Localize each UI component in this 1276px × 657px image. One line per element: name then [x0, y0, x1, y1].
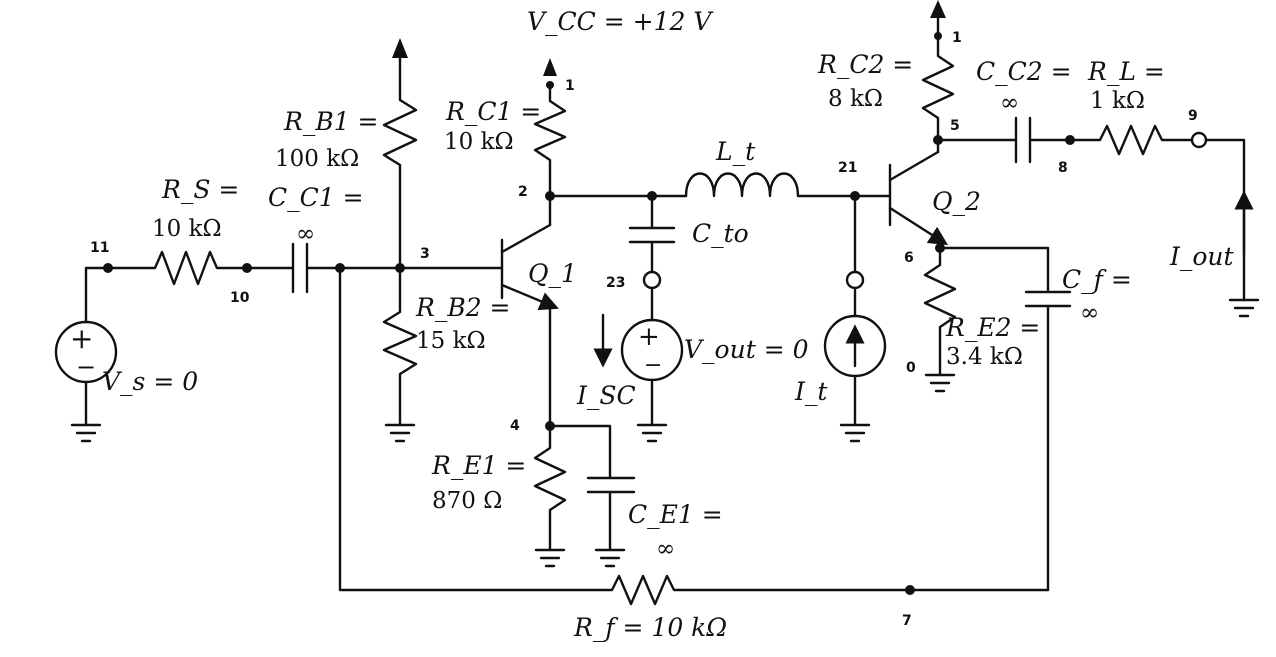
label-vout: V_out = 0 — [684, 335, 809, 364]
label-q1: Q_1 — [528, 259, 577, 288]
label-rb2-value: 15 kΩ — [416, 328, 486, 354]
resistor-rs — [106, 250, 249, 286]
capacitor-cc1 — [245, 242, 342, 294]
label-it: I_t — [794, 377, 828, 406]
svg-text:+: + — [70, 322, 93, 355]
label-vcc: V_CC = +12 V — [527, 7, 714, 36]
resistor-re1 — [533, 424, 567, 568]
label-rb2-name: R_B2 = — [415, 293, 511, 322]
label-rc2-value: 8 kΩ — [828, 86, 883, 112]
label-lt: L_t — [715, 137, 756, 166]
label-rc1-name: R_C1 = — [445, 97, 541, 126]
node-label-8: 8 — [1058, 160, 1068, 176]
node-dot-11 — [103, 263, 113, 273]
resistor-rb2 — [382, 266, 418, 443]
capacitor-cto — [628, 194, 676, 322]
resistor-rc1 — [533, 58, 567, 227]
source-vout: + − — [620, 318, 684, 443]
label-vs: V_s = 0 — [102, 367, 198, 396]
source-it — [823, 194, 887, 443]
node-label-23: 23 — [606, 275, 625, 291]
node-label-1b: 1 — [952, 30, 962, 46]
label-cf-value: ∞ — [1080, 300, 1099, 326]
label-rb1-name: R_B1 = — [283, 107, 379, 136]
svg-text:−: − — [76, 353, 96, 381]
label-cc2-name: C_C2 = — [976, 57, 1072, 86]
label-cc2-value: ∞ — [1000, 90, 1019, 116]
label-re1-value: 870 Ω — [432, 488, 502, 514]
transistor-q2 — [888, 150, 949, 246]
label-rs-value: 10 kΩ — [152, 216, 222, 242]
transistor-q1 — [500, 223, 559, 311]
node-label-7: 7 — [902, 613, 912, 629]
label-cc1-name: C_C1 = — [268, 183, 364, 212]
label-rb1-value: 100 kΩ — [275, 146, 359, 172]
node-label-1a: 1 — [565, 78, 575, 94]
label-rc1-value: 10 kΩ — [444, 129, 514, 155]
label-rf: R_f = 10 kΩ — [573, 613, 727, 642]
resistor-rc2 — [921, 0, 955, 154]
node-dot-7 — [905, 585, 915, 595]
label-re2-value: 3.4 kΩ — [946, 344, 1023, 370]
label-q2: Q_2 — [932, 187, 981, 216]
label-re2-name: R_E2 = — [945, 313, 1040, 342]
resistor-rb1 — [382, 38, 418, 270]
label-isc: I_SC — [576, 381, 636, 410]
node-label-3: 3 — [420, 246, 430, 262]
resistor-re2 — [923, 246, 957, 393]
node-label-2: 2 — [518, 184, 528, 200]
label-rl-name: R_L = — [1087, 57, 1165, 86]
label-rl-value: 1 kΩ — [1090, 88, 1145, 114]
inductor-lt — [684, 172, 892, 198]
node-label-5: 5 — [950, 118, 960, 134]
label-rc2-name: R_C2 = — [817, 50, 913, 79]
label-re1-name: R_E1 = — [431, 451, 526, 480]
label-iout: I_out — [1169, 242, 1235, 271]
node-label-21: 21 — [838, 160, 857, 176]
node-label-9: 9 — [1188, 108, 1198, 124]
svg-text:−: − — [644, 353, 662, 378]
resistor-rf — [338, 266, 1050, 606]
node-label-11: 11 — [90, 240, 109, 256]
node-label-4: 4 — [510, 418, 520, 434]
capacitor-cc2 — [936, 116, 1072, 164]
label-rs-name: R_S = — [161, 175, 239, 204]
label-cf-name: C_f = — [1062, 265, 1132, 294]
node-label-10: 10 — [230, 290, 250, 306]
label-cto: C_to — [692, 219, 749, 248]
node-label-0: 0 — [906, 360, 916, 376]
svg-text:+: + — [638, 322, 660, 352]
label-ce1-name: C_E1 = — [628, 500, 723, 529]
capacitor-cf — [938, 246, 1072, 592]
capacitor-ce1 — [548, 424, 636, 568]
node-label-6: 6 — [904, 250, 914, 266]
label-cc1-value: ∞ — [296, 221, 315, 247]
source-vs: + − — [54, 266, 118, 443]
label-ce1-value: ∞ — [656, 536, 675, 562]
